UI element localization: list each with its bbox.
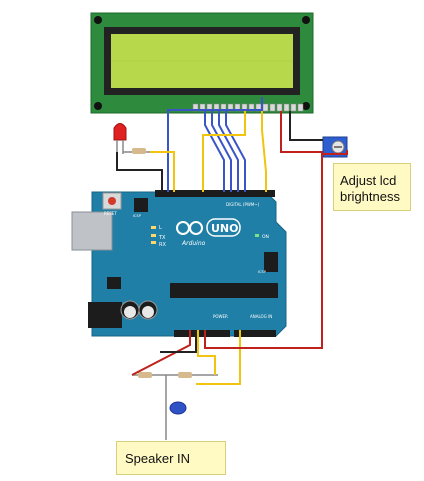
tx-label: TX [158,235,166,241]
annotation-speaker-in: Speaker IN [116,441,226,475]
icsp-label: ICSP [258,270,266,274]
arduino-logo [176,221,203,235]
wire-red-group [131,111,348,376]
power-header [174,330,230,337]
icsp2-label: ICSP [133,214,141,218]
digital-header [155,190,275,197]
digital-label: DIGITAL (PWM~) [226,202,260,207]
led [113,123,127,154]
potentiometer [322,136,348,158]
reset-label: RESET [104,211,117,216]
speaker-capacitor [165,375,187,440]
power-label: POWER [213,314,228,319]
icsp-header [264,252,278,272]
reset-button [108,197,116,205]
power-jack [88,302,122,328]
analog-label: ANALOG IN [250,314,272,319]
icsp2-header [134,198,148,212]
led-resistor [123,148,150,154]
brand-label: Arduino [181,240,206,247]
lcd-module [90,12,314,114]
arduino-uno-board: RESET ICSP DIGITAL (PWM~) TX RX L Arduin… [71,190,287,337]
on-label: ON [262,234,269,240]
speaker-resistors [132,372,218,378]
rx-label: RX [159,242,166,248]
l-label: L [159,225,162,231]
usb-connector [71,211,113,251]
board-name: UNO [211,222,239,235]
atmega-chip [170,283,278,298]
wire-black-group [116,111,323,353]
voltage-regulator [107,277,121,289]
annotation-lcd-brightness: Adjust lcd brightness [333,163,411,211]
analog-header [234,330,276,337]
